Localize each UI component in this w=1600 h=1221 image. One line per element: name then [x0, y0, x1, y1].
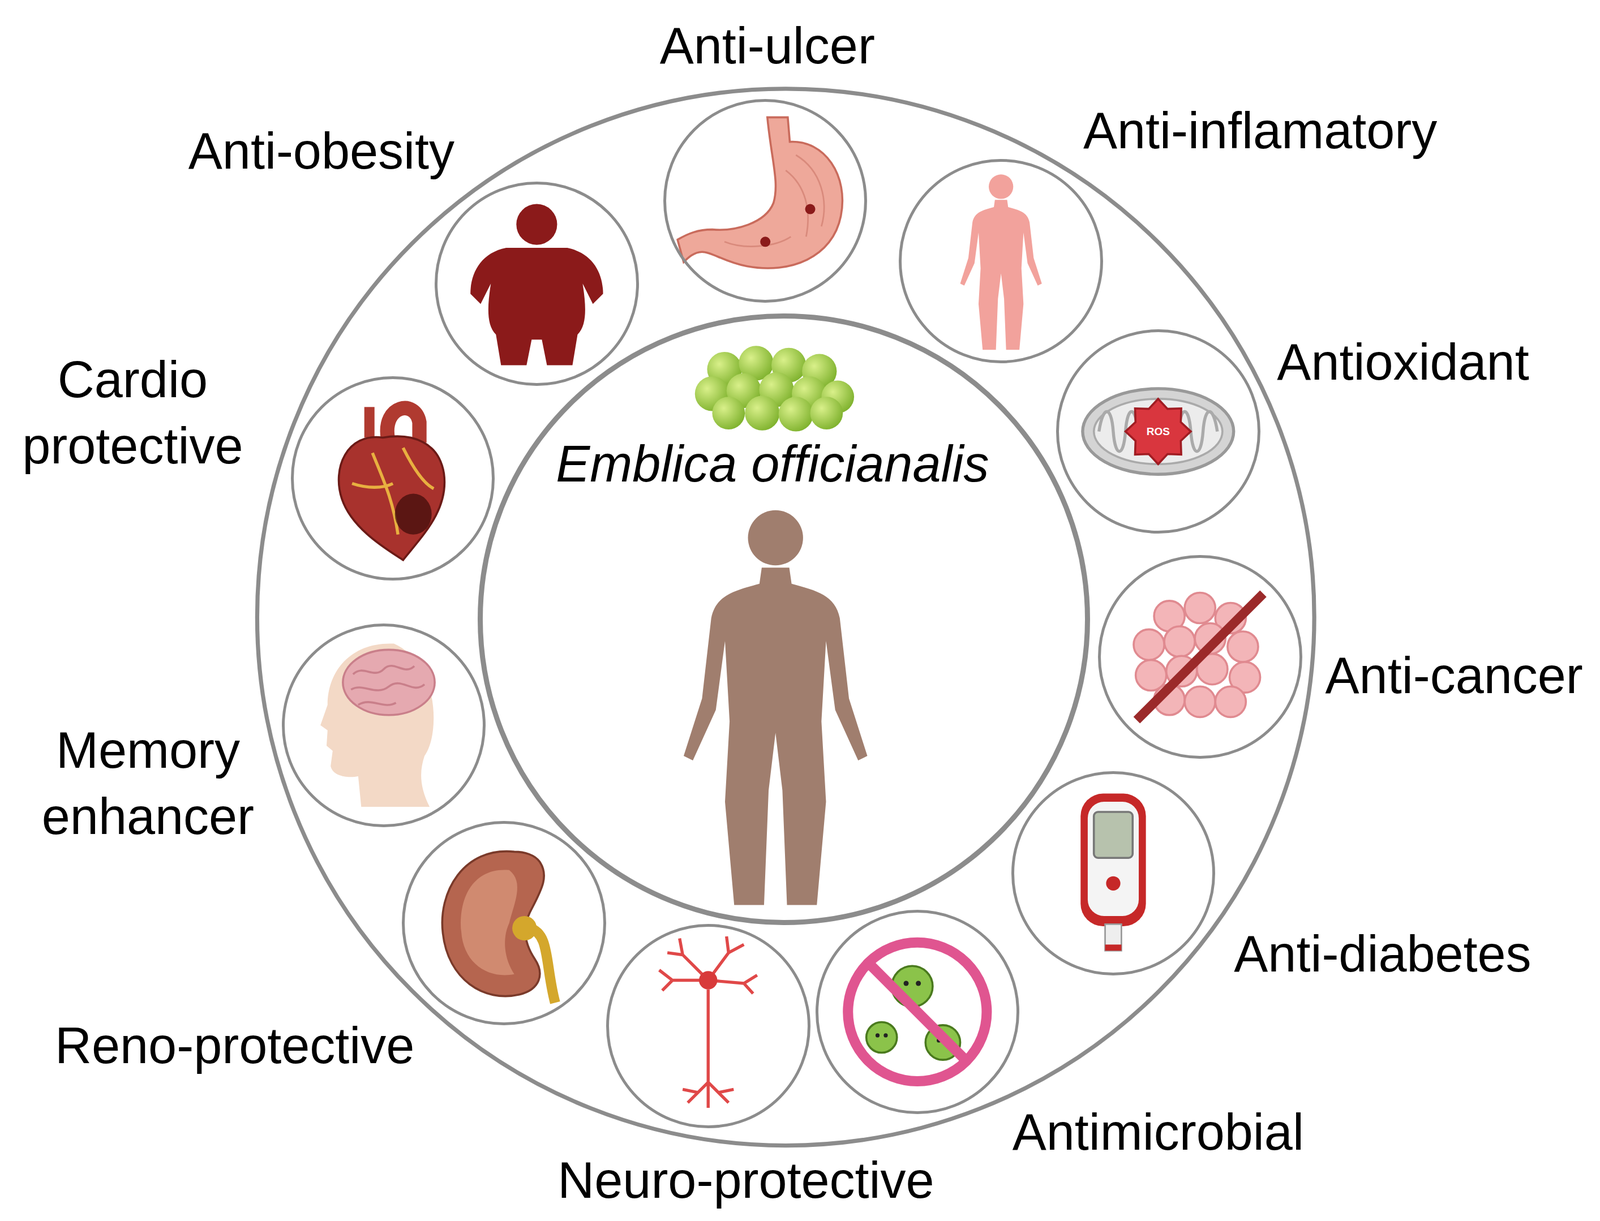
cancer-icon-part [1184, 686, 1216, 718]
stomach-icon [677, 117, 843, 269]
amla-fruits-part [810, 396, 844, 430]
heart-icon [339, 406, 445, 560]
stomach-icon-part [724, 155, 825, 247]
cancer-icon-part [1227, 631, 1259, 663]
amla-fruits-part [778, 396, 814, 432]
microbe-icon-part-part [915, 980, 921, 986]
glucometer-icon [1080, 794, 1146, 952]
head-brain-icon-part [342, 649, 435, 715]
microbe-icon-part-part [875, 1033, 880, 1038]
effect-label: Anti-cancer [1325, 645, 1584, 707]
glucometer-icon-part [1105, 876, 1121, 891]
benefit-circle: Antimicrobial [815, 910, 1020, 1115]
human-figure [683, 510, 868, 906]
microbe-icon [847, 942, 987, 1082]
heart-icon-part [339, 436, 445, 561]
outer-ring [256, 88, 1315, 1147]
effect-label: Anti-inflamatory [1083, 100, 1438, 162]
effect-label: Antimicrobial [1012, 1101, 1304, 1164]
benefit-circle: Anti-inflamatory [898, 159, 1104, 364]
glucometer-icon-part [1105, 924, 1122, 951]
center-circle: Emblica officianalis [477, 313, 1091, 926]
cancer-icon-part [1215, 686, 1246, 718]
stomach-icon-part [760, 236, 771, 247]
kidney-icon-part [529, 928, 556, 1004]
effect-label: Reno-protective [54, 1015, 415, 1077]
stomach-icon-part [805, 204, 816, 215]
cancer-icon-part [1184, 592, 1216, 624]
microbe-icon-part [868, 963, 967, 1062]
stomach-icon-part [677, 117, 843, 269]
ros-label: ROS [1146, 426, 1170, 437]
cancer-icon-part [1136, 593, 1264, 721]
benefit-circle: Anti-diabetes [1011, 771, 1216, 976]
microbe-icon-part-part [883, 1033, 888, 1038]
effect-label: Anti-diabetes [1233, 923, 1531, 985]
cancer-icon-part [1164, 626, 1195, 658]
neuron-icon-part [698, 971, 718, 990]
heart-icon-part [352, 447, 434, 535]
glucometer-icon-part [1105, 944, 1122, 951]
microbe-icon-part [847, 942, 987, 1082]
heart-icon-part [395, 494, 432, 535]
effect-label: Anti-obesity [188, 120, 455, 182]
obesity-icon-part [516, 204, 557, 246]
amla-fruits-part [711, 396, 745, 430]
amla-fruits-part [744, 396, 780, 431]
benefit-circle: Cardio protective [290, 376, 496, 581]
heart-icon-part [364, 406, 375, 438]
plant-name: Emblica officianalis [555, 433, 989, 495]
mitochondria-icon [1082, 388, 1234, 475]
effect-label: Neuro-protective [557, 1150, 934, 1212]
kidney-icon [442, 851, 555, 1004]
benefit-circle: Reno-protective [401, 821, 607, 1026]
mitochondria-icon-part [1125, 399, 1191, 465]
benefit-circle: Anti-ulcer [663, 99, 868, 304]
microbe-icon-part-part [903, 980, 909, 986]
benefit-circle: Anti-obesity [434, 181, 639, 386]
amla-fruits [695, 345, 855, 432]
glucometer-icon-part [1087, 801, 1139, 917]
effect-label: Memory enhancer [29, 717, 267, 851]
head-brain-icon [320, 643, 435, 808]
benefit-circle: Neuro-protective [606, 924, 811, 1129]
mitochondria-icon-part [1082, 388, 1234, 475]
mitochondria-icon-part [1094, 399, 1223, 465]
obesity-icon [470, 204, 603, 366]
neuron-icon-part [659, 936, 758, 1109]
cancer-icon [1133, 592, 1264, 720]
head-brain-icon-part [350, 666, 425, 706]
effect-label: Anti-ulcer [659, 15, 875, 77]
benefit-circle: Memory enhancer [281, 623, 487, 829]
glucometer-icon-part [1080, 794, 1146, 927]
cancer-icon-part [1133, 629, 1165, 660]
neuron-icon [659, 936, 758, 1109]
benefit-circle: Anti-cancer [1097, 555, 1303, 760]
kidney-icon-part [460, 869, 518, 976]
inflamed-body-icon [960, 174, 1042, 350]
microbe-icon-part-part [866, 1022, 898, 1053]
kidney-icon-part [442, 851, 544, 997]
glucometer-icon-part [1094, 812, 1134, 859]
effect-label: Cardio protective [10, 346, 256, 480]
obesity-icon-part [470, 247, 603, 366]
effect-label: Antioxidant [1276, 331, 1529, 393]
